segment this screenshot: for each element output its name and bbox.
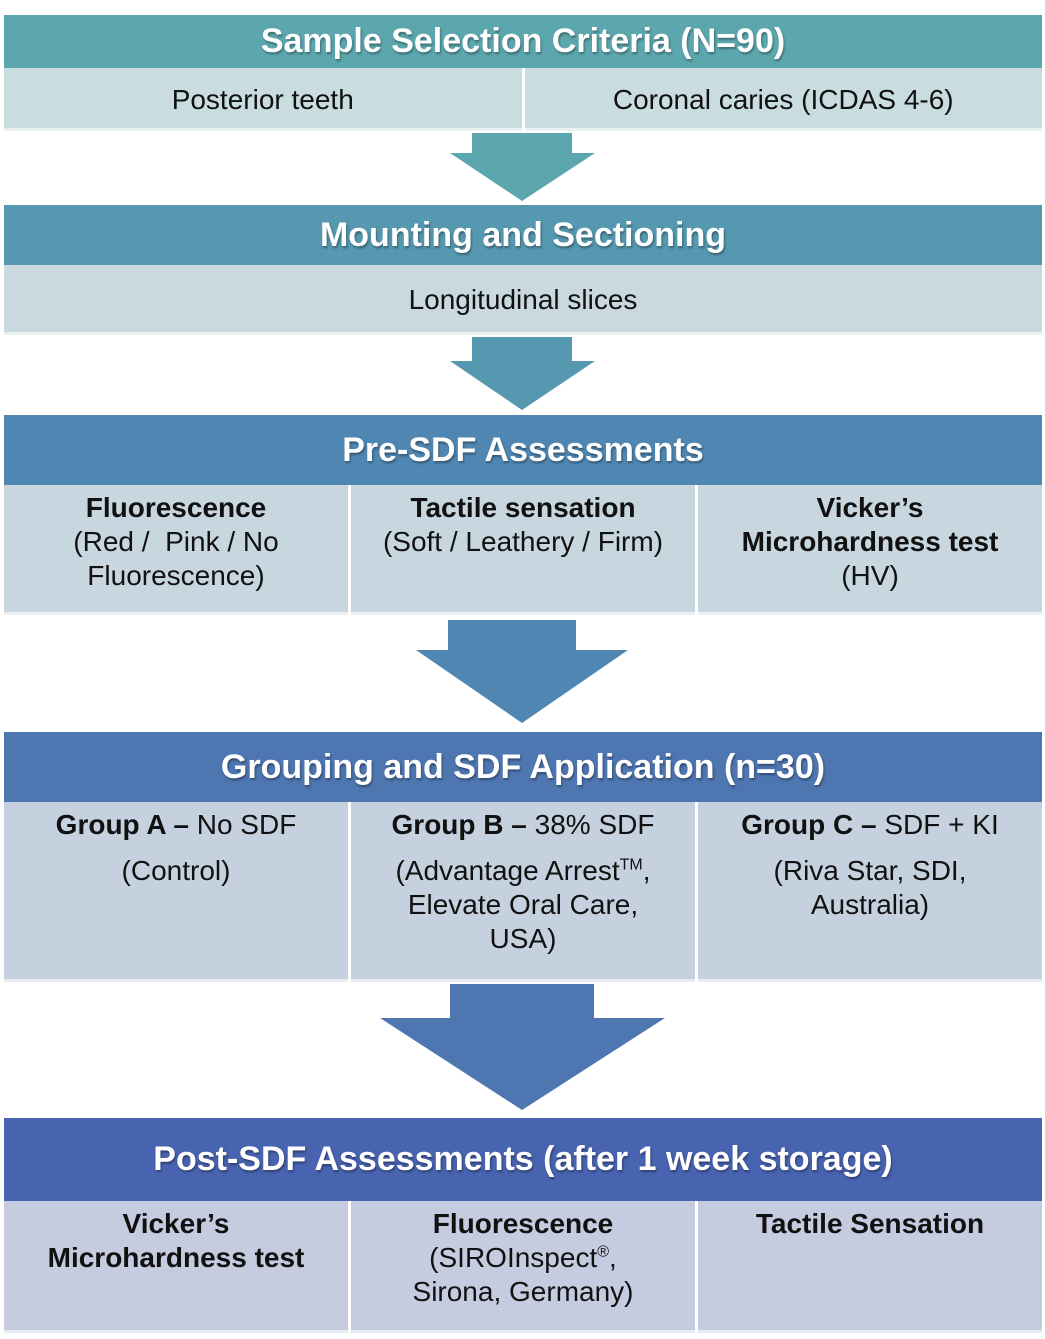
post-sdf-row: Vicker’s Microhardness test Fluorescence… <box>4 1201 1042 1333</box>
pre-vickers-heading-2: Microhardness test <box>741 526 999 557</box>
pre-fluorescence-heading: Fluorescence <box>85 492 267 523</box>
pre-sdf-title: Pre-SDF Assessments <box>342 430 704 469</box>
post-vickers-heading-1: Vicker’s <box>122 1208 230 1239</box>
group-c-cell: Group C – SDF + KI (Riva Star, SDI, Aust… <box>698 802 1042 982</box>
arrow-down-2 <box>450 337 595 410</box>
group-c-heading: Group C – SDF + KI <box>741 809 999 840</box>
grouping-header: Grouping and SDF Application (n=30) <box>4 732 1042 802</box>
posterior-teeth-cell: Posterior teeth <box>4 68 522 131</box>
longitudinal-slices-cell: Longitudinal slices <box>4 265 1042 335</box>
post-fluorescence-cell: Fluorescence (SIROInspect®, Sirona, Germ… <box>351 1201 695 1333</box>
post-tactile-heading: Tactile Sensation <box>755 1208 985 1239</box>
pre-tactile-cell: Tactile sensation (Soft / Leathery / Fir… <box>351 485 695 615</box>
post-tactile-cell: Tactile Sensation <box>698 1201 1042 1333</box>
grouping-title: Grouping and SDF Application (n=30) <box>220 747 826 786</box>
registered-symbol: ® <box>597 1243 610 1261</box>
selection-header: Sample Selection Criteria (N=90) <box>4 15 1042 68</box>
pre-sdf-row: Fluorescence (Red / Pink / No Fluorescen… <box>4 485 1042 615</box>
pre-tactile-heading: Tactile sensation <box>410 492 636 523</box>
grouping-row: Group A – No SDF (Control) Group B – 38%… <box>4 802 1042 982</box>
post-fluorescence-heading: Fluorescence <box>432 1208 614 1239</box>
pre-fluorescence-cell: Fluorescence (Red / Pink / No Fluorescen… <box>4 485 348 615</box>
post-sdf-header: Post-SDF Assessments (after 1 week stora… <box>4 1118 1042 1201</box>
arrow-down-3 <box>416 620 628 723</box>
mounting-title: Mounting and Sectioning <box>319 215 727 254</box>
group-b-heading: Group B – 38% SDF <box>391 809 655 840</box>
group-a-cell: Group A – No SDF (Control) <box>4 802 348 982</box>
post-sdf-title: Post-SDF Assessments (after 1 week stora… <box>153 1140 893 1178</box>
mounting-row: Longitudinal slices <box>4 265 1042 335</box>
post-vickers-heading-2: Microhardness test <box>47 1242 305 1273</box>
arrow-down-4 <box>380 984 665 1110</box>
pre-vickers-heading-1: Vicker’s <box>816 492 924 523</box>
coronal-caries-cell: Coronal caries (ICDAS 4-6) <box>524 68 1042 131</box>
group-b-cell: Group B – 38% SDF (Advantage ArrestTM, E… <box>351 802 695 982</box>
pre-sdf-header: Pre-SDF Assessments <box>4 415 1042 485</box>
trademark-symbol: TM <box>619 856 643 874</box>
group-a-heading: Group A – No SDF <box>55 809 297 840</box>
selection-row: Posterior teeth Coronal caries (ICDAS 4-… <box>4 68 1042 131</box>
selection-title: Sample Selection Criteria (N=90) <box>260 22 786 60</box>
arrow-down-1 <box>450 133 595 201</box>
pre-vickers-cell: Vicker’s Microhardness test (HV) <box>698 485 1042 615</box>
post-vickers-cell: Vicker’s Microhardness test <box>4 1201 348 1333</box>
mounting-header: Mounting and Sectioning <box>4 205 1042 265</box>
